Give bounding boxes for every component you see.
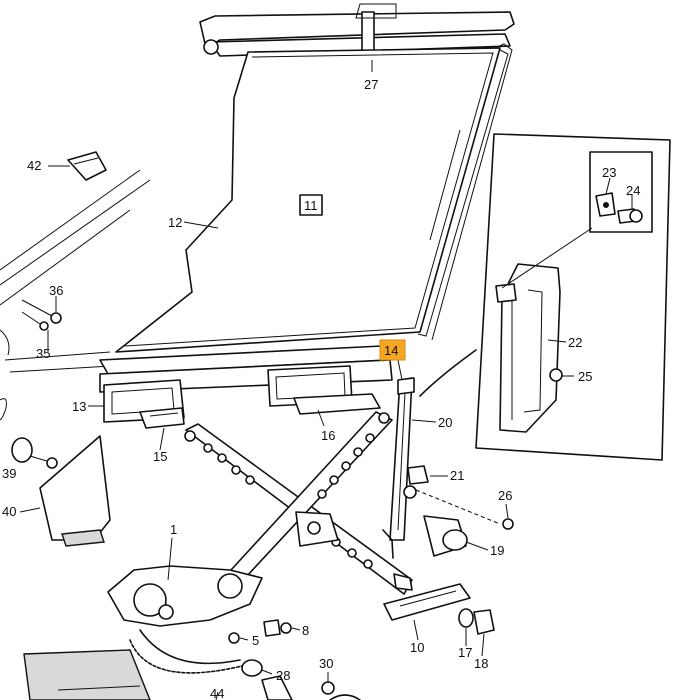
callout-26: 26 [498,488,512,503]
callout-10: 10 [410,640,424,655]
callout-14: 14 [384,343,398,358]
glass-lift-channel [99,345,393,429]
callout-15: 15 [153,449,167,464]
callout-28: 28 [276,668,290,683]
regulator-scissor-arms [184,411,413,595]
leader-lines [19,60,633,700]
callout-25: 25 [578,369,592,384]
callout-11: 11 [304,198,318,213]
window-seal-strip [199,3,515,61]
callout-30: 30 [319,656,333,671]
callout-16: 16 [321,428,335,443]
callout-21: 21 [450,468,464,483]
callout-8: 8 [302,623,309,638]
callout-35: 35 [36,346,50,361]
callout-labels: 27 11 12 42 36 35 13 16 15 39 40 20 21 2… [2,77,640,700]
callout-19: 19 [490,543,504,558]
detail-inset [419,133,671,461]
callout-23: 23 [602,165,616,180]
callout-39: 39 [2,466,16,481]
callout-17: 17 [458,645,472,660]
regulator-motor-gear [23,565,263,700]
callout-36: 36 [49,283,63,298]
clips-fasteners [403,465,514,557]
callout-5: 5 [252,633,259,648]
callout-12: 12 [168,215,182,230]
callout-22: 22 [568,335,582,350]
callout-1: 1 [170,522,177,537]
callout-13: 13 [72,399,86,414]
left-side-parts [11,151,111,547]
lower-slider-parts [383,583,495,635]
callout-14-highlight [379,339,406,361]
callout-18: 18 [474,656,488,671]
window-glass [115,43,513,353]
callout-40: 40 [2,504,16,519]
small-fasteners [228,619,361,700]
callout-24: 24 [626,183,640,198]
callout-27: 27 [364,77,378,92]
callout-42: 42 [27,158,41,173]
callout-44: 44 [210,686,224,700]
vertical-guide-rail [382,377,415,559]
callout-20: 20 [438,415,452,430]
